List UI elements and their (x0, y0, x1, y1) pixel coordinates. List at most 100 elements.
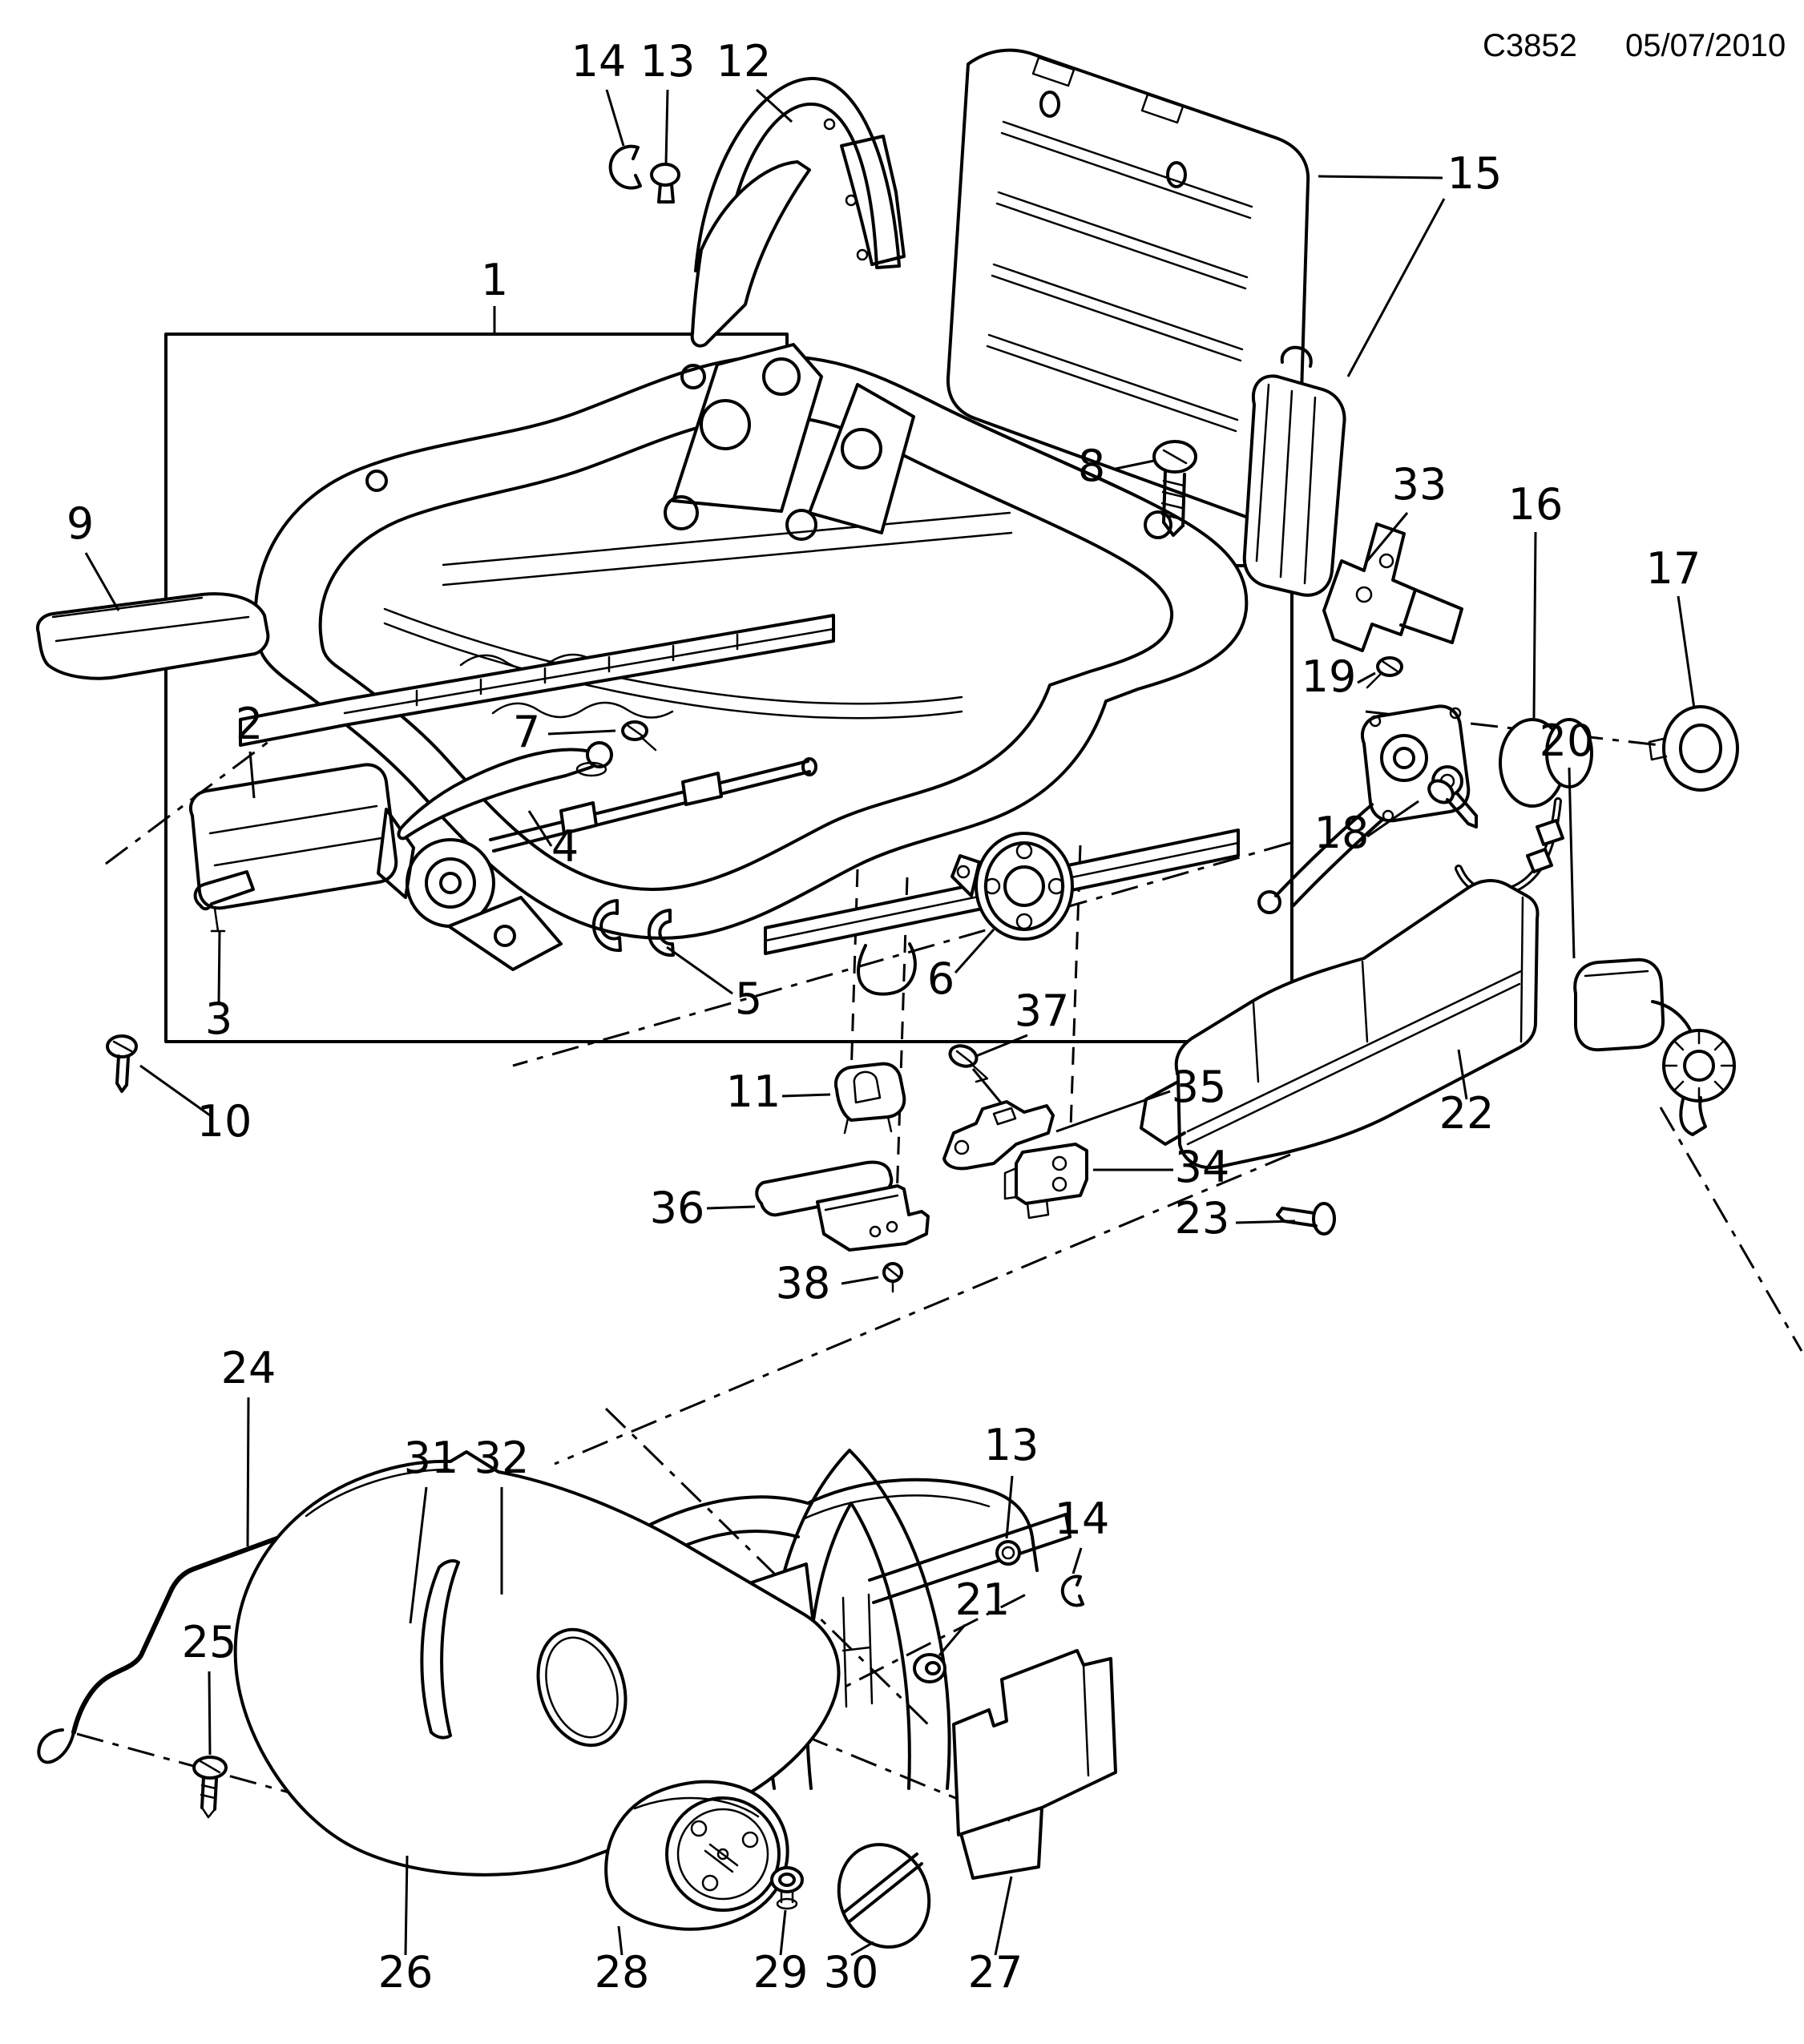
callout-9: 9 (67, 498, 94, 549)
part-11-clamp (834, 1062, 906, 1135)
part-17-knob-disc (1648, 705, 1739, 792)
leader-line-15 (1318, 175, 1443, 179)
leader-line-31 (409, 1486, 428, 1624)
part-21-grommet (913, 1653, 946, 1683)
leader-line-38 (841, 1276, 879, 1285)
callout-28: 28 (595, 1947, 650, 1998)
callout-23: 23 (1175, 1193, 1230, 1244)
callout-24: 24 (221, 1343, 276, 1393)
part-13-pin-top (650, 163, 680, 204)
part-6-adjuster-gear (950, 832, 1074, 941)
leader-line-33 (1366, 512, 1409, 562)
figure-code: C3852 (1483, 28, 1577, 63)
leader-line-23 (1235, 1220, 1296, 1224)
callout-31: 31 (404, 1433, 459, 1483)
callout-14-lower: 14 (1055, 1494, 1110, 1544)
callout-7: 7 (513, 707, 540, 757)
leader-line-29 (779, 1909, 787, 1956)
callout-13-lower: 13 (984, 1420, 1039, 1470)
callout-5: 5 (735, 974, 762, 1024)
part-20-handle (1573, 957, 1736, 1136)
leader-line-5 (666, 945, 733, 995)
leader-line-15 (1346, 198, 1446, 377)
callout-30: 30 (824, 1947, 879, 1998)
callout-4: 4 (551, 821, 579, 872)
callout-37: 37 (1015, 986, 1070, 1036)
callout-17: 17 (1646, 543, 1701, 594)
leader-line-11 (781, 1093, 831, 1098)
leader-line-13-lower (1005, 1475, 1014, 1539)
callout-6: 6 (927, 953, 954, 1004)
callout-25: 25 (182, 1617, 237, 1667)
part-15-gas-cylinder (1242, 374, 1346, 597)
part-28-armrest (604, 1780, 789, 1931)
part-12-backrest-frame (690, 76, 906, 348)
leader-line-16 (1532, 531, 1537, 719)
leader-line-17 (1677, 595, 1696, 709)
callout-34: 34 (1175, 1142, 1230, 1192)
callout-36: 36 (650, 1183, 705, 1233)
leader-line-19 (1357, 671, 1376, 684)
leader-line-7 (547, 729, 616, 736)
leader-line-30 (850, 1941, 874, 1957)
part-30-cap-disc (837, 1843, 931, 1949)
part-14-clip-lower (1060, 1574, 1084, 1607)
part-29-grommet (770, 1866, 804, 1910)
leader-line-2 (248, 751, 256, 799)
leader-line-36 (706, 1205, 756, 1210)
part-34-switch-block (1003, 1143, 1088, 1220)
part-5-clips (592, 899, 675, 957)
callout-14-top: 14 (571, 36, 627, 87)
part-10-screw (106, 1034, 138, 1093)
callout-35: 35 (1172, 1062, 1227, 1112)
leader-line-37 (975, 1034, 1028, 1058)
leader-line-9 (84, 552, 120, 611)
part-13-nut-lower (995, 1540, 1021, 1566)
part-9-trim-strip (36, 592, 270, 680)
part-27-cover (952, 1649, 1117, 1880)
part-37-screw (948, 1044, 1013, 1116)
callout-22: 22 (1439, 1088, 1495, 1139)
leader-line-13-top (664, 89, 669, 165)
part-25-screw (192, 1756, 228, 1819)
callout-19: 19 (1302, 651, 1357, 702)
callout-13-top: 13 (640, 36, 696, 87)
part-33-bracket (1322, 522, 1463, 652)
part-38-screw (882, 1262, 903, 1293)
callout-21: 21 (955, 1574, 1011, 1625)
leader-line-25 (208, 1671, 212, 1756)
leader-line-21 (938, 1624, 967, 1656)
part-35-bracket (942, 1100, 1055, 1171)
callout-27: 27 (968, 1947, 1023, 1998)
part-23-screw (1276, 1202, 1336, 1236)
callout-32: 32 (474, 1433, 530, 1483)
part-19-screw (1366, 656, 1403, 689)
leader-line-20 (1568, 767, 1576, 959)
callout-29: 29 (753, 1947, 809, 1998)
callout-20: 20 (1540, 716, 1595, 766)
leader-line-12 (755, 88, 793, 123)
leader-line-14-lower (1072, 1547, 1083, 1574)
callout-38: 38 (776, 1258, 831, 1308)
leader-line-35 (1055, 1090, 1171, 1133)
leader-line-3 (217, 930, 221, 1004)
leader-line-8 (1115, 459, 1155, 470)
callout-12: 12 (716, 36, 772, 87)
callout-10: 10 (197, 1096, 252, 1147)
callout-26: 26 (378, 1947, 434, 1998)
leader-line-4 (527, 810, 553, 847)
part-14-clip-top (608, 144, 642, 190)
callout-2: 2 (236, 699, 263, 749)
part-3-clamp (193, 870, 255, 933)
leader-line-27 (994, 1876, 1013, 1956)
part-18-gearbox-group (1257, 704, 1478, 914)
part-36-bracket (755, 1160, 930, 1252)
part-8-screw (1152, 440, 1197, 537)
part-15-back-panel (946, 48, 1346, 597)
leader-line-28 (617, 1925, 624, 1956)
figure-date: 05/07/2010 (1625, 28, 1786, 63)
callout-16: 16 (1508, 479, 1564, 530)
part-22-valance (1140, 879, 1540, 1170)
